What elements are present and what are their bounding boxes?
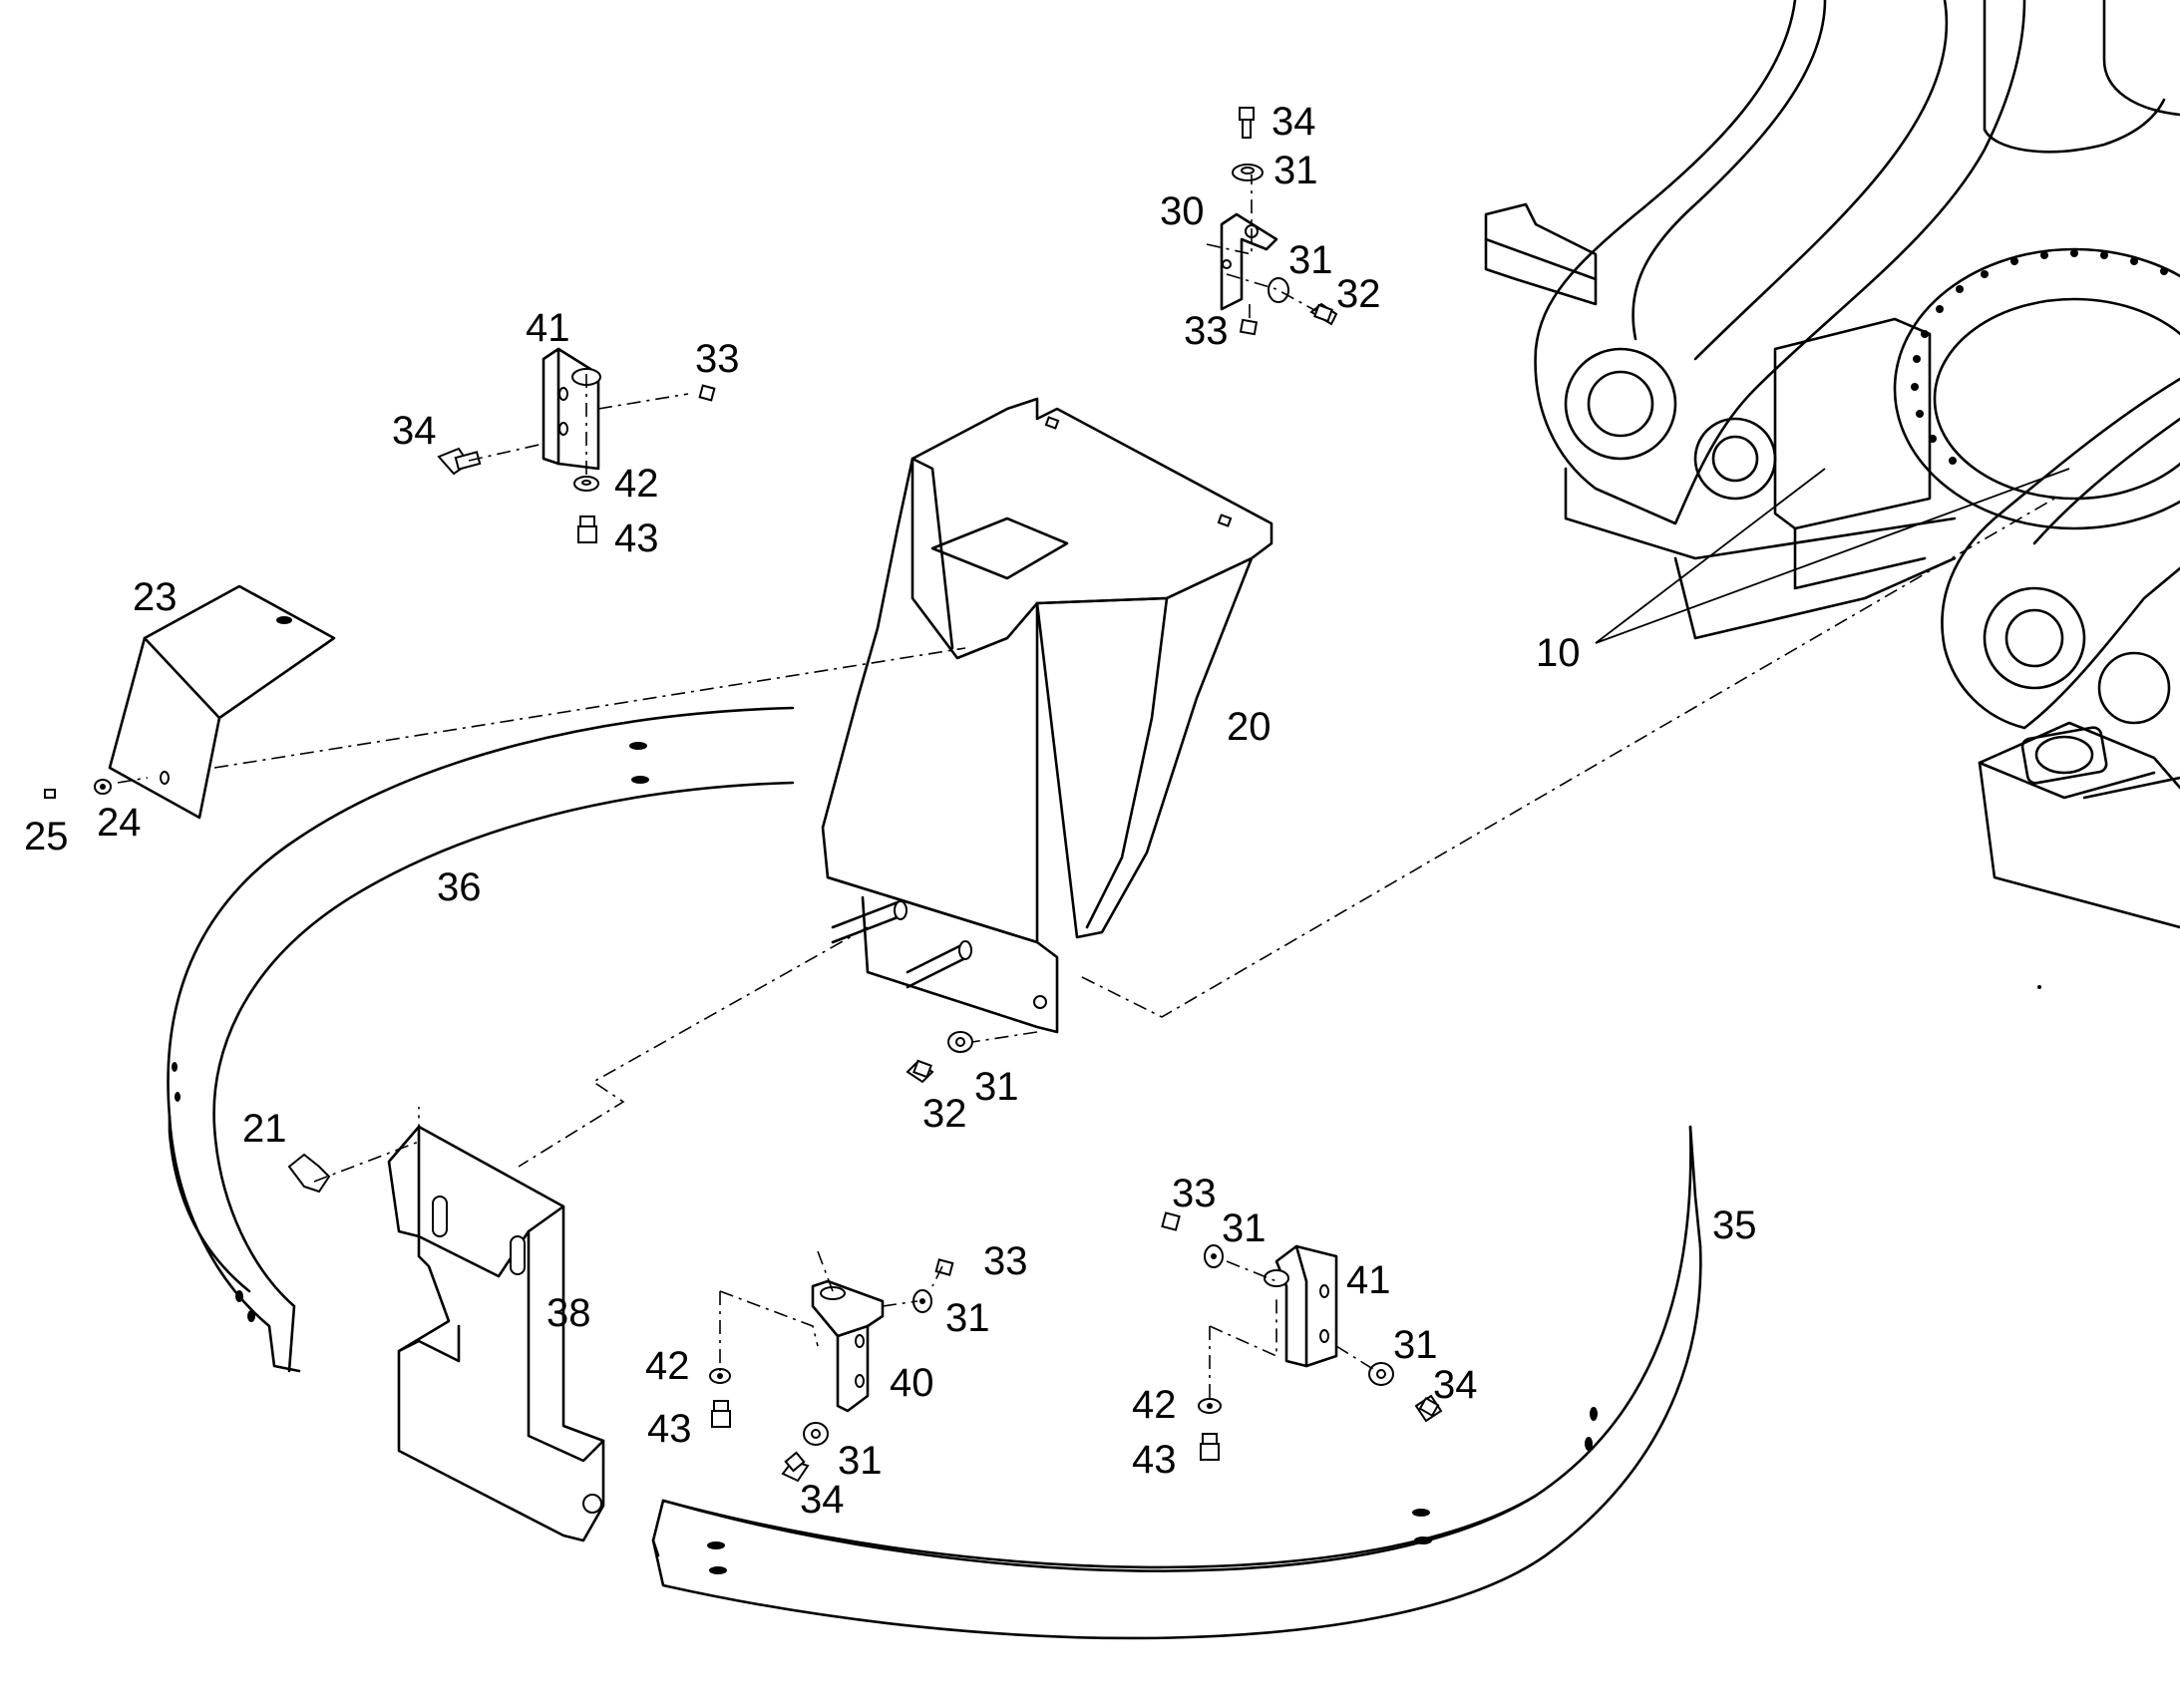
callout-42-upper: 42: [614, 462, 659, 506]
callout-43-bracket40: 43: [647, 1407, 692, 1451]
callout-21: 21: [242, 1107, 287, 1151]
callout-41-upper: 41: [526, 306, 570, 350]
fasteners: [44, 107, 1443, 1483]
callout-43-bracket41: 43: [1132, 1438, 1177, 1482]
callout-31-bracket40-bottom: 31: [838, 1439, 883, 1483]
callout-32-cover: 32: [922, 1092, 967, 1136]
callout-43-upper: 43: [614, 516, 659, 560]
callout-34-upper-left: 34: [392, 409, 437, 453]
callout-23: 23: [133, 575, 178, 619]
callout-33-upper-left: 33: [695, 337, 740, 381]
assembly-lines: [117, 174, 2055, 1401]
callout-38: 38: [546, 1291, 591, 1335]
callout-25: 25: [24, 815, 69, 858]
callout-31-cover: 31: [974, 1065, 1019, 1109]
callout-41-lower: 41: [1346, 1258, 1391, 1302]
callout-42-bracket41: 42: [1132, 1383, 1177, 1427]
slew-ring-bolt-holes: [1911, 249, 2168, 465]
callout-31-bracket41-top: 31: [1222, 1206, 1267, 1250]
bracket-part-41-lower: [1264, 1244, 1338, 1368]
callout-20: 20: [1227, 705, 1272, 749]
cover-part-20: [821, 397, 1273, 1034]
bracket-part-38: [387, 1125, 605, 1542]
callout-30: 30: [1160, 189, 1205, 233]
bracket-part-41-upper: [542, 347, 601, 471]
callout-labels: 10 20 21 23 24 25 30 31 31 31 31 31 31 3…: [24, 100, 1757, 1522]
callout-40: 40: [890, 1361, 934, 1405]
callout-31-top: 31: [1273, 149, 1318, 192]
callout-33-top: 33: [1184, 309, 1229, 353]
callout-33-bracket40: 33: [983, 1239, 1028, 1283]
band-part-35: [651, 1125, 1702, 1640]
callout-42-bracket40: 42: [645, 1344, 690, 1388]
callout-31-bracket40-top: 31: [945, 1296, 990, 1340]
band-part-36: [167, 706, 795, 1373]
callout-10: 10: [1536, 631, 1581, 675]
callout-33-bracket41: 33: [1172, 1172, 1217, 1215]
callout-32-top: 32: [1336, 272, 1381, 316]
machine-frame-part-10: [1484, 0, 2180, 989]
callout-34-bracket41: 34: [1433, 1363, 1478, 1407]
callout-24: 24: [97, 801, 142, 845]
bracket-part-40: [811, 1279, 885, 1413]
callout-31-bracket41-side: 31: [1393, 1323, 1438, 1367]
callout-35: 35: [1712, 1203, 1757, 1247]
bracket-part-23: [108, 584, 336, 820]
callout-31-top-right: 31: [1288, 238, 1333, 282]
callout-34-top: 34: [1272, 100, 1316, 144]
callout-36: 36: [437, 865, 482, 909]
callout-34-bracket40: 34: [800, 1478, 845, 1522]
